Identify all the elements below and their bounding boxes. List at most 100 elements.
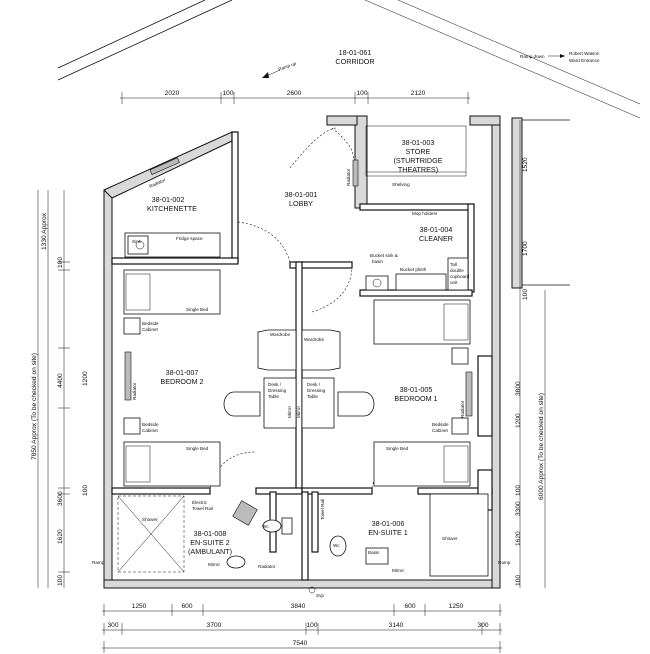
- ward-entrance-label: Ward Entrance: [569, 58, 600, 63]
- bucket-basin-label: basin: [372, 259, 383, 264]
- dim-left-6: 1620: [57, 529, 64, 544]
- dim-left-3: 1200: [82, 371, 89, 386]
- ramp-down-label: Ramp down: [520, 54, 545, 59]
- desk-right-2: Dressing: [307, 388, 326, 393]
- top-dimension-chain: 2020 100 2600 100 2120: [120, 90, 470, 104]
- svp-label: Svp: [316, 593, 324, 598]
- desk-left-1: Desk /: [268, 382, 282, 387]
- kitchenette-fittings: Sink Fridge space Radiator: [124, 157, 221, 258]
- radiator-2-label: Radiator: [258, 564, 276, 569]
- desk-right-3: Table: [307, 394, 318, 399]
- arrow-right-icon: [560, 54, 565, 58]
- single-bed-b2-bottom: [123, 441, 221, 487]
- arrow-icon: [262, 72, 269, 78]
- b1-radiator-label: Radiator: [460, 400, 465, 418]
- ramp-right-label: Ramp: [498, 560, 511, 565]
- ramp-up-annotation: Ramp up: [261, 61, 298, 79]
- dim-right-2: 1700: [522, 241, 529, 256]
- basin-1-label: Basin: [368, 550, 380, 555]
- wc-2-label: Wc: [262, 524, 269, 529]
- dim-right-4: 3800: [515, 381, 522, 396]
- dim-left-outer: 7850 Approx (To be checked on site): [31, 353, 38, 460]
- dim-top-4: 100: [356, 90, 367, 97]
- wardrobe-left-label: Wardrobe: [270, 332, 290, 337]
- lobby-radiator: [352, 159, 359, 187]
- lobby-id: 38-01-001: [285, 190, 318, 199]
- b2-bed1-label: Single Bed: [186, 307, 209, 312]
- b1-cabinet-label: Cabinet: [432, 428, 449, 433]
- dim-bot2-2: 3700: [207, 622, 222, 629]
- unit-label: unit: [450, 280, 458, 285]
- single-bed-b2-top: [123, 269, 221, 315]
- dim-bot1-3: 3840: [291, 603, 306, 610]
- dim-left-2: 4400: [57, 373, 64, 388]
- wardrobe-right-label: Wardrobe: [304, 337, 324, 342]
- wc-1-label: Wc: [333, 543, 340, 548]
- dim-top-1: 2020: [165, 90, 180, 97]
- svp-icon: [308, 586, 316, 594]
- dim-top-3: 2600: [287, 90, 302, 97]
- right-dimension-chain: 1520 1700 100 3800 1200 100 3300 1620 10…: [515, 120, 546, 588]
- cleaner-id: 38-01-004: [420, 225, 453, 234]
- desk-left-3: Table: [268, 394, 279, 399]
- single-bed-b1-top: [373, 299, 471, 345]
- ensuite-1: Shower Towel Rail 38-01-006 EN-SUITE 1 W…: [320, 493, 489, 577]
- mirror-left-label: Mirror: [287, 406, 292, 418]
- corridor-id: 18-01-061: [339, 48, 372, 57]
- dim-left-5: 3600: [57, 491, 64, 506]
- b2-cabinet1-label: Cabinet: [142, 327, 159, 332]
- store-room: 38-01-003 STORE (STURTRIDGE THEATRES) Sh…: [365, 125, 467, 187]
- store-name: STORE: [406, 147, 431, 156]
- dim-left-outer-top: 1330 Approx: [41, 212, 48, 250]
- store-id: 38-01-003: [402, 138, 435, 147]
- b2-radiator-label: Radiator: [132, 382, 137, 400]
- robert-watson-label: Robert Watson: [569, 51, 600, 56]
- bedroom-2: Single Bed Bedside Cabinet Radiator 38-0…: [123, 269, 221, 487]
- b1-bed-label: Single Bed: [386, 446, 409, 451]
- tall-label: Tall: [450, 262, 457, 267]
- bedroom1-id: 38-01-005: [400, 385, 433, 394]
- bedroom2-id: 38-01-007: [166, 368, 199, 377]
- lobby-radiator-label: Radiator: [346, 168, 351, 186]
- dim-bottom-total: 7540: [293, 640, 308, 647]
- dim-right-8: 1620: [515, 531, 522, 546]
- lobby-name: LOBBY: [289, 199, 313, 208]
- mirror-1-label: Mirror: [392, 568, 404, 573]
- dim-right-3: 100: [522, 289, 529, 300]
- dim-bot1-1: 1250: [132, 603, 147, 610]
- store-sub2: THEATRES): [398, 165, 438, 174]
- ramp-up-label: Ramp up: [278, 61, 298, 72]
- shelving-label: Shelving: [392, 182, 410, 187]
- double-label: double: [450, 268, 464, 273]
- ensuite1-name: EN-SUITE 1: [368, 528, 408, 537]
- towel-rail-2-label1: Electric: [192, 500, 208, 505]
- dim-bot1-4: 600: [404, 603, 415, 610]
- towel-rail-1-label: Towel Rail: [320, 499, 325, 520]
- bottom-dimension-chain: 1250 600 3840 600 1250 300 3700 100 3140…: [102, 603, 502, 653]
- dim-bot1-2: 600: [181, 603, 192, 610]
- dim-right-7: 3300: [515, 501, 522, 516]
- dim-bot2-1: 300: [107, 622, 118, 629]
- shower-2-label: Shower: [142, 517, 158, 522]
- cupboard-label: cupboard: [450, 274, 470, 279]
- bucket-sink-label: Bucket sink &: [370, 253, 398, 258]
- ramp-down-annotation: Ramp down Robert Watson Ward Entrance: [520, 51, 600, 63]
- fridge-space-label: Fridge space: [176, 236, 203, 241]
- b2-bed2-label: Single Bed: [186, 446, 209, 451]
- ensuite2-id: 38-01-008: [194, 529, 227, 538]
- dim-bot1-5: 1250: [449, 603, 464, 610]
- dim-right-6: 100: [515, 485, 522, 496]
- internal-walls: [111, 131, 493, 581]
- mirror-right-label: Mirror: [296, 406, 301, 418]
- ensuite-2: Shower Electric Towel Rail 38-01-008 EN-…: [117, 495, 293, 573]
- kitchen-radiator-label: Radiator: [148, 177, 166, 189]
- mop-holders-label: Mop holders: [412, 211, 438, 216]
- dim-left-7: 100: [57, 575, 64, 586]
- bucket-plinth-label: Bucket plinth: [400, 267, 427, 272]
- b2-bedside2-label: Bedside: [142, 422, 159, 427]
- dim-top-2: 100: [222, 90, 233, 97]
- store-sub1: (STURTRIDGE: [394, 156, 443, 165]
- bedroom2-name: BEDROOM 2: [160, 377, 203, 386]
- corridor-name: CORRIDOR: [335, 57, 374, 66]
